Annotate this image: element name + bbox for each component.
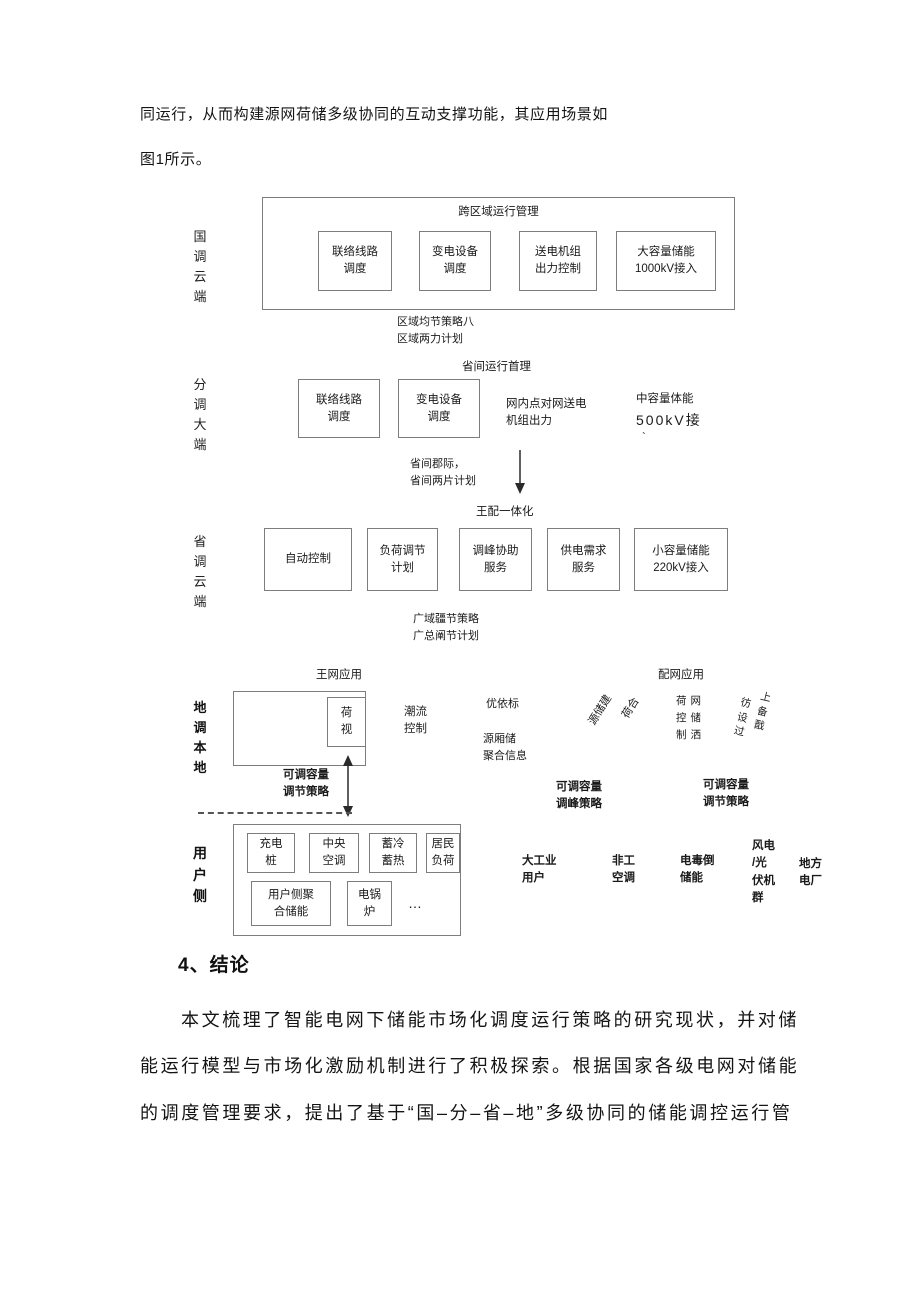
conclusion-line-2: 能运行模型与市场化激励机制进行了积极探索。根据国家各级电网对储能 [140, 1056, 800, 1076]
national-box-unit-output: 送电机组 出力控制 [519, 231, 597, 291]
user-label-local-plant: 地方 电厂 [799, 858, 822, 888]
capacity-caption-left: 可调容量 调节策略 [283, 769, 329, 799]
user-box-residential-load: 居民 负荷 [426, 833, 460, 873]
user-ellipsis: … [408, 895, 422, 911]
province-box-small-storage: 小容量储能 220kV接入 [634, 528, 728, 591]
user-box-ev-charger: 充电 桩 [247, 833, 295, 873]
capacity-caption-right: 可调容量 调节策略 [703, 779, 749, 809]
level-label-user: 用 户 侧 [193, 845, 207, 905]
division-box-substation-dispatch: 变电设备 调度 [398, 379, 480, 438]
local-main-grid-app-label: 王网应用 [316, 669, 362, 681]
capacity-caption-mid: 可调容量 调峰策略 [556, 781, 602, 811]
division-text-500kv: 500kV接 [636, 412, 702, 428]
level-label-national: 国 调 云 端 [193, 229, 207, 305]
province-note: 广域疆节策略 广总阐节计划 [413, 613, 479, 642]
down-arrow-icon [515, 450, 525, 494]
conclusion-line-1: 本文梳理了智能电网下储能市场化调度运行策略的研究现状，并对储 [181, 1010, 799, 1030]
national-box-line-dispatch: 联络线路 调度 [318, 231, 392, 291]
user-label-wind-pv: 风电 /光 伏机 群 [752, 840, 775, 904]
local-text-optimization: 优依标 [486, 698, 519, 710]
division-text-medium-storage: 中容量体能 [636, 393, 694, 405]
dashed-divider [198, 812, 352, 814]
level-label-division: 分 调 大 端 [193, 377, 207, 453]
local-text-power-flow: 潮流 控制 [404, 706, 427, 736]
intro-line-1: 同运行，从而构建源网荷储多级协同的互动支撑功能，其应用场景如 [140, 106, 609, 123]
national-title: 跨区域运行管理 [458, 206, 539, 218]
national-note: 区域均节策略八 区域两力计划 [397, 316, 474, 345]
user-label-industrial: 大工业 用户 [522, 855, 557, 885]
local-text-aggregation-info: 源厢储 聚合信息 [483, 733, 527, 762]
level-label-province: 省 调 云 端 [193, 534, 207, 610]
division-arrow-note: 省间郡际， 省间两片计划 [410, 458, 476, 487]
user-box-aggregated-storage: 用户侧聚 合储能 [251, 881, 331, 926]
province-box-peak-service: 调峰协助 服务 [459, 528, 532, 591]
province-box-load-plan: 负荷调节 计划 [367, 528, 438, 591]
division-text-mark: ` [642, 432, 646, 444]
local-text-grid-control: 荷网 控储 制洒 [676, 695, 705, 741]
local-text-backup-right: 上 备 戬 [752, 690, 773, 734]
local-dist-grid-app-label: 配网应用 [658, 669, 704, 681]
local-text-source-storage: 源储建 [586, 692, 615, 728]
division-title: 省间运行首理 [462, 361, 531, 373]
conclusion-heading: 4、结论 [178, 955, 250, 976]
user-box-thermal-storage: 蓄冷 蓄热 [369, 833, 417, 873]
intro-line-2: 图1所示。 [140, 151, 212, 168]
province-box-auto-control: 自动控制 [264, 528, 352, 591]
user-label-nonindustrial-ac: 非工 空调 [612, 855, 635, 885]
local-text-load-mix: 荷合 [619, 695, 642, 721]
level-label-local: 地 调 本 地 [193, 700, 207, 776]
division-below-note: 王配一体化 [476, 506, 534, 518]
user-box-electric-boiler: 电锅 炉 [347, 881, 392, 926]
national-box-large-storage: 大容量储能 1000kV接入 [616, 231, 716, 291]
user-label-ev-storage: 电毒倒 储能 [680, 855, 715, 885]
user-box-central-ac: 中央 空调 [309, 833, 359, 873]
division-box-line-dispatch: 联络线路 调度 [298, 379, 380, 438]
local-text-backup-left: 彷 设 过 [732, 696, 753, 740]
conclusion-line-3: 的调度管理要求，提出了基于“国–分–省–地”多级协同的储能调控运行管 [140, 1103, 793, 1123]
national-box-substation-dispatch: 变电设备 调度 [419, 231, 491, 291]
division-text-unit-output: 网内点对网送电 机组出力 [506, 398, 587, 428]
up-down-arrow-icon [343, 755, 353, 817]
province-box-supply-service: 供电需求 服务 [547, 528, 620, 591]
local-box-load-monitor: 荷 视 [327, 697, 366, 747]
